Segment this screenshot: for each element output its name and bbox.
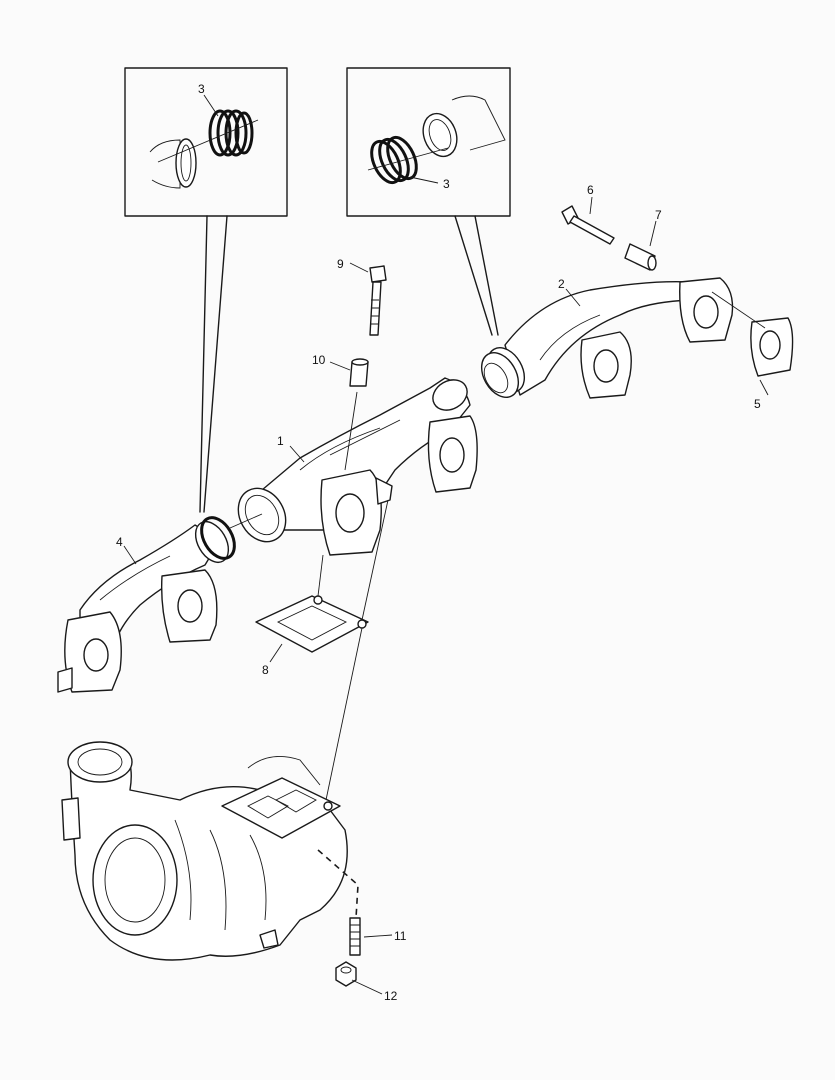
- detail-box-left: [124, 67, 288, 513]
- leader-8: [269, 643, 283, 663]
- callout-5: 5: [754, 397, 761, 411]
- callout-1: 1: [277, 434, 284, 448]
- callout-11: 11: [394, 929, 407, 943]
- leader-5: [759, 379, 769, 396]
- exhaust-manifold-rear: [480, 277, 734, 399]
- stud: [349, 917, 361, 956]
- callout-3-left: 3: [198, 82, 205, 96]
- callout-2: 2: [558, 277, 565, 291]
- spacer-rear: [624, 243, 657, 271]
- leader-1: [289, 445, 305, 463]
- seal-ring-detail-right: [370, 135, 418, 185]
- gasket-rear-port: [750, 317, 794, 377]
- turbocharger: [61, 741, 348, 961]
- leader-10: [329, 361, 351, 371]
- callout-7: 7: [655, 208, 662, 222]
- bolt-rear: [561, 205, 615, 245]
- nut: [335, 961, 357, 987]
- detail-box-right: [346, 67, 511, 336]
- leader-2: [565, 288, 581, 307]
- callout-6: 6: [587, 183, 594, 197]
- leader-7: [649, 220, 657, 247]
- leader-9: [349, 262, 369, 273]
- leader-4: [123, 545, 137, 565]
- spacer-center: [349, 358, 369, 387]
- turbo-flange-gasket: [255, 595, 369, 653]
- leader-6: [589, 196, 593, 215]
- callout-4: 4: [116, 535, 123, 549]
- leader-12: [351, 979, 383, 995]
- callout-10: 10: [312, 353, 326, 367]
- exhaust-manifold-front: [57, 516, 236, 693]
- callout-12: 12: [384, 989, 398, 1003]
- exhaust-manifold-center: [237, 377, 478, 556]
- callout-9: 9: [337, 257, 344, 271]
- callout-8: 8: [262, 663, 269, 677]
- leader-11: [363, 934, 393, 938]
- bolt-center: [369, 265, 387, 336]
- seal-ring-detail-left: [208, 109, 254, 157]
- callout-3-right: 3: [443, 177, 450, 191]
